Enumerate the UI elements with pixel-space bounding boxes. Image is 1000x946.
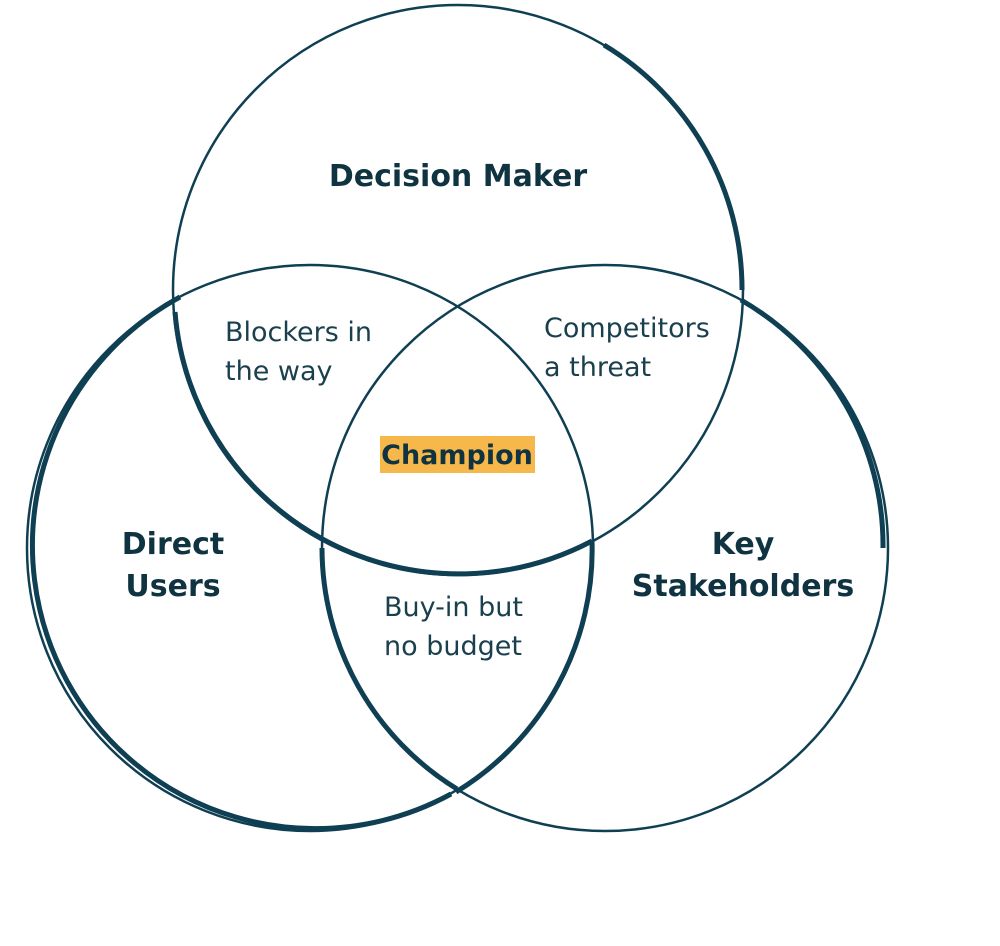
champion-highlight	[380, 436, 535, 473]
decision-maker-arc-right	[602, 42, 745, 291]
blockers-label-line1: Blockers in	[225, 317, 372, 348]
decision-maker-label: Decision Maker	[329, 159, 587, 194]
champion-label: Champion	[381, 440, 533, 471]
buy-in-label-line1: Buy-in but	[384, 592, 523, 623]
decision-maker-arc-bottom	[172, 311, 594, 577]
key-stakeholders-label-line1: Key	[712, 527, 775, 562]
blockers-label-line2: the way	[225, 356, 333, 387]
competitors-label-line2: a threat	[544, 352, 651, 383]
direct-users-label-line1: Direct	[122, 527, 224, 562]
direct-users-arc-right	[454, 540, 595, 795]
direct-users-label-line2: Users	[125, 569, 220, 604]
key-stakeholders-arc-top	[739, 297, 886, 549]
direct-users-arc-left	[29, 294, 453, 832]
competitors-label-line1: Competitors	[544, 313, 710, 344]
key-stakeholders-label-line2: Stakeholders	[632, 569, 854, 604]
buy-in-label-line2: no budget	[384, 631, 522, 662]
key-stakeholders-arc-left	[319, 547, 459, 792]
